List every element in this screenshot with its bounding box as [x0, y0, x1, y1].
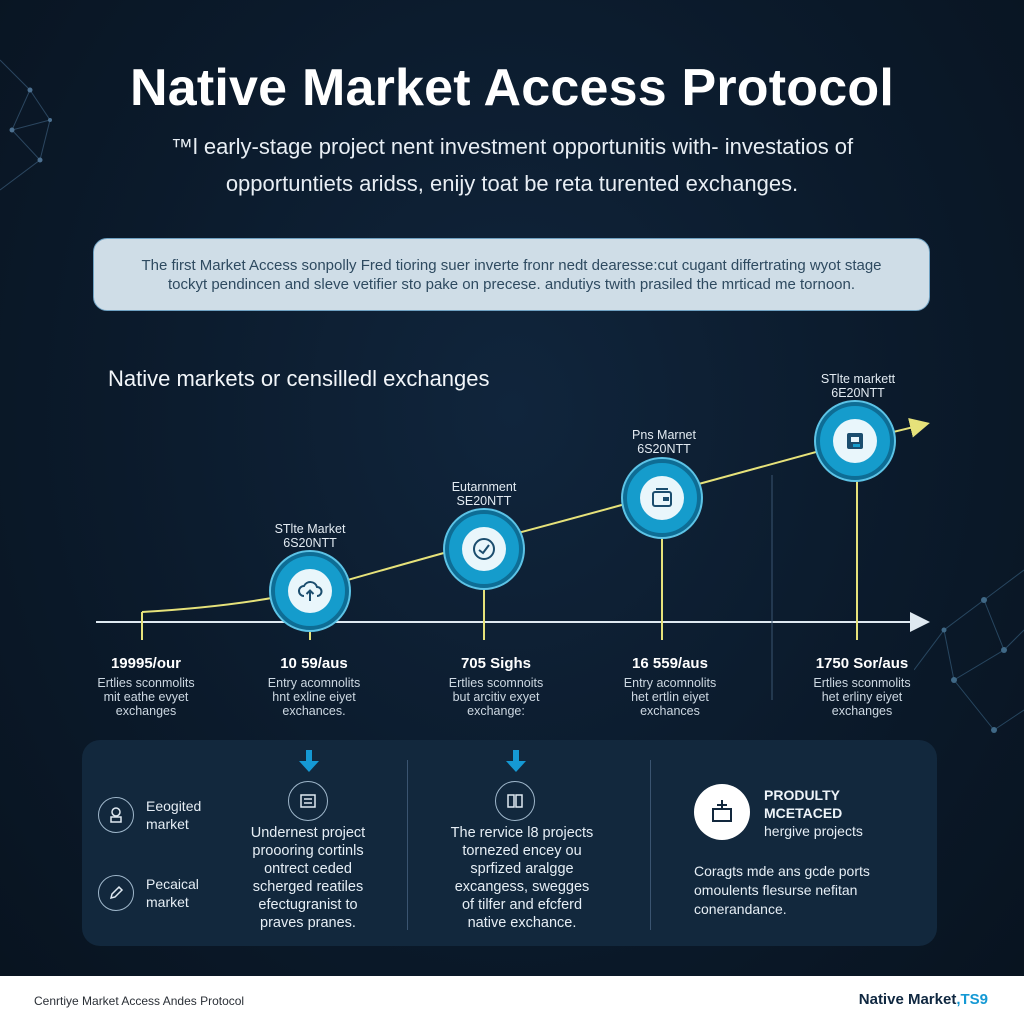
stat-1: 19995/our Ertlies sconmolits mit eathe e… — [56, 655, 236, 718]
footer-brand: Native Market,TS9 — [859, 991, 988, 1008]
product-title-line-1: PRODULTY — [764, 787, 840, 803]
node-1-name: STlte Market — [274, 522, 346, 536]
coin-stack-icon — [98, 797, 134, 833]
footer-brand-accent: ,TS9 — [956, 991, 988, 1008]
page-subtitle: ™l early-stage project nent investment o… — [150, 128, 874, 202]
node-2-name: Eutarnment — [451, 480, 517, 494]
stat-4-value: 16 559/aus — [632, 655, 708, 672]
panel-divider-1 — [407, 760, 408, 930]
column-2-text: The rervice l8 projects tornezed encey o… — [450, 825, 594, 931]
stat-2: 10 59/aus Entry acomnolits hnt exline ei… — [224, 655, 404, 718]
stat-1-desc: Ertlies sconmolits mit eathe evyet excha… — [97, 676, 195, 718]
node-3[interactable] — [623, 459, 701, 537]
node-1-code: 6S20NTT — [283, 536, 337, 550]
callout-line-1: The first Market Access sonpolly Fred ti… — [141, 256, 882, 274]
product-description: Coragts mde ans gcde ports omoulents fle… — [694, 863, 870, 917]
intro-callout: The first Market Access sonpolly Fred ti… — [93, 238, 930, 311]
panel-divider-2 — [650, 760, 651, 930]
book-icon — [495, 781, 535, 821]
pencil-icon — [98, 875, 134, 911]
node-1[interactable] — [271, 552, 349, 630]
node-4[interactable] — [816, 402, 894, 480]
info-panel — [82, 740, 937, 946]
stat-2-desc: Entry acomnolits hnt exline eiyet exchan… — [267, 676, 361, 718]
legend-item-1: Eeogited market — [98, 797, 201, 833]
product-title-line-2: MCETACED — [764, 805, 843, 821]
network-decoration-left — [0, 59, 52, 191]
node-2-code: SE20NTT — [456, 494, 512, 508]
column-1-text: Undernest project proooring cortinls ont… — [250, 825, 366, 931]
stat-2-value: 10 59/aus — [280, 655, 348, 672]
node-label-4: STlte markett 6E20NTT — [778, 372, 938, 400]
compass-icon — [462, 527, 506, 571]
document-box-icon — [833, 419, 877, 463]
stat-5-value: 1750 Sor/aus — [815, 655, 909, 672]
timeline-graphic — [96, 418, 930, 700]
arrow-down-icon — [506, 750, 526, 772]
footer-brand-name: Native Market — [858, 991, 957, 1008]
stat-1-value: 19995/our — [110, 655, 182, 672]
node-4-code: 6E20NTT — [831, 386, 885, 400]
footer-caption: Cenrtiye Market Access Andes Protocol — [34, 994, 245, 1008]
product-subtitle: hergive projects — [764, 823, 863, 839]
node-3-code: 6S20NTT — [637, 442, 691, 456]
node-label-3: Pns Marnet 6S20NTT — [584, 428, 744, 456]
stat-3-desc: Ertlies scomnoits but arcitiv exyet exch… — [448, 676, 544, 718]
wallet-icon — [640, 476, 684, 520]
subtitle-line-1: ™l early-stage project nent investment o… — [170, 134, 854, 159]
stat-5: 1750 Sor/aus Ertlies sconmolits het erli… — [772, 655, 952, 718]
node-3-name: Pns Marnet — [632, 428, 696, 442]
stat-3: 705 Sighs Ertlies scomnoits but arcitiv … — [406, 655, 586, 718]
footer-bar: Cenrtiye Market Access Andes Protocol Na… — [0, 976, 1024, 1024]
plus-box-icon — [694, 784, 750, 840]
node-label-2: Eutarnment SE20NTT — [404, 480, 564, 508]
cloud-upload-icon — [288, 569, 332, 613]
arrow-down-icon — [299, 750, 319, 772]
timeline-heading: Native markets or censilledl exchanges — [108, 366, 490, 391]
legend-label-1: Eeogited market — [146, 798, 202, 832]
stat-4-desc: Entry acomnolits het ertlin eiyet exchan… — [623, 676, 717, 718]
page-title: Native Market Access Protocol — [130, 59, 894, 117]
stat-3-value: 705 Sighs — [460, 655, 532, 672]
subtitle-line-2: opportuntiets aridss, enijy toat be reta… — [225, 171, 799, 196]
callout-line-2: tockyt pendincen and sleve vetifier sto … — [167, 275, 856, 293]
node-2[interactable] — [445, 510, 523, 588]
product-title: PRODULTY MCETACED — [764, 786, 842, 822]
stat-5-desc: Ertlies sconmolits het erliny eiyet exch… — [813, 676, 911, 718]
network-decoration-right — [914, 569, 1024, 733]
stat-4: 16 559/aus Entry acomnolits het ertlin e… — [580, 655, 760, 718]
legend-item-2: Pecaical market — [98, 875, 199, 911]
trend-line — [141, 418, 930, 613]
node-4-name: STlte markett — [820, 372, 896, 386]
node-label-1: STlte Market 6S20NTT — [230, 522, 390, 550]
legend-label-2: Pecaical market — [146, 876, 199, 910]
ledger-icon — [288, 781, 328, 821]
